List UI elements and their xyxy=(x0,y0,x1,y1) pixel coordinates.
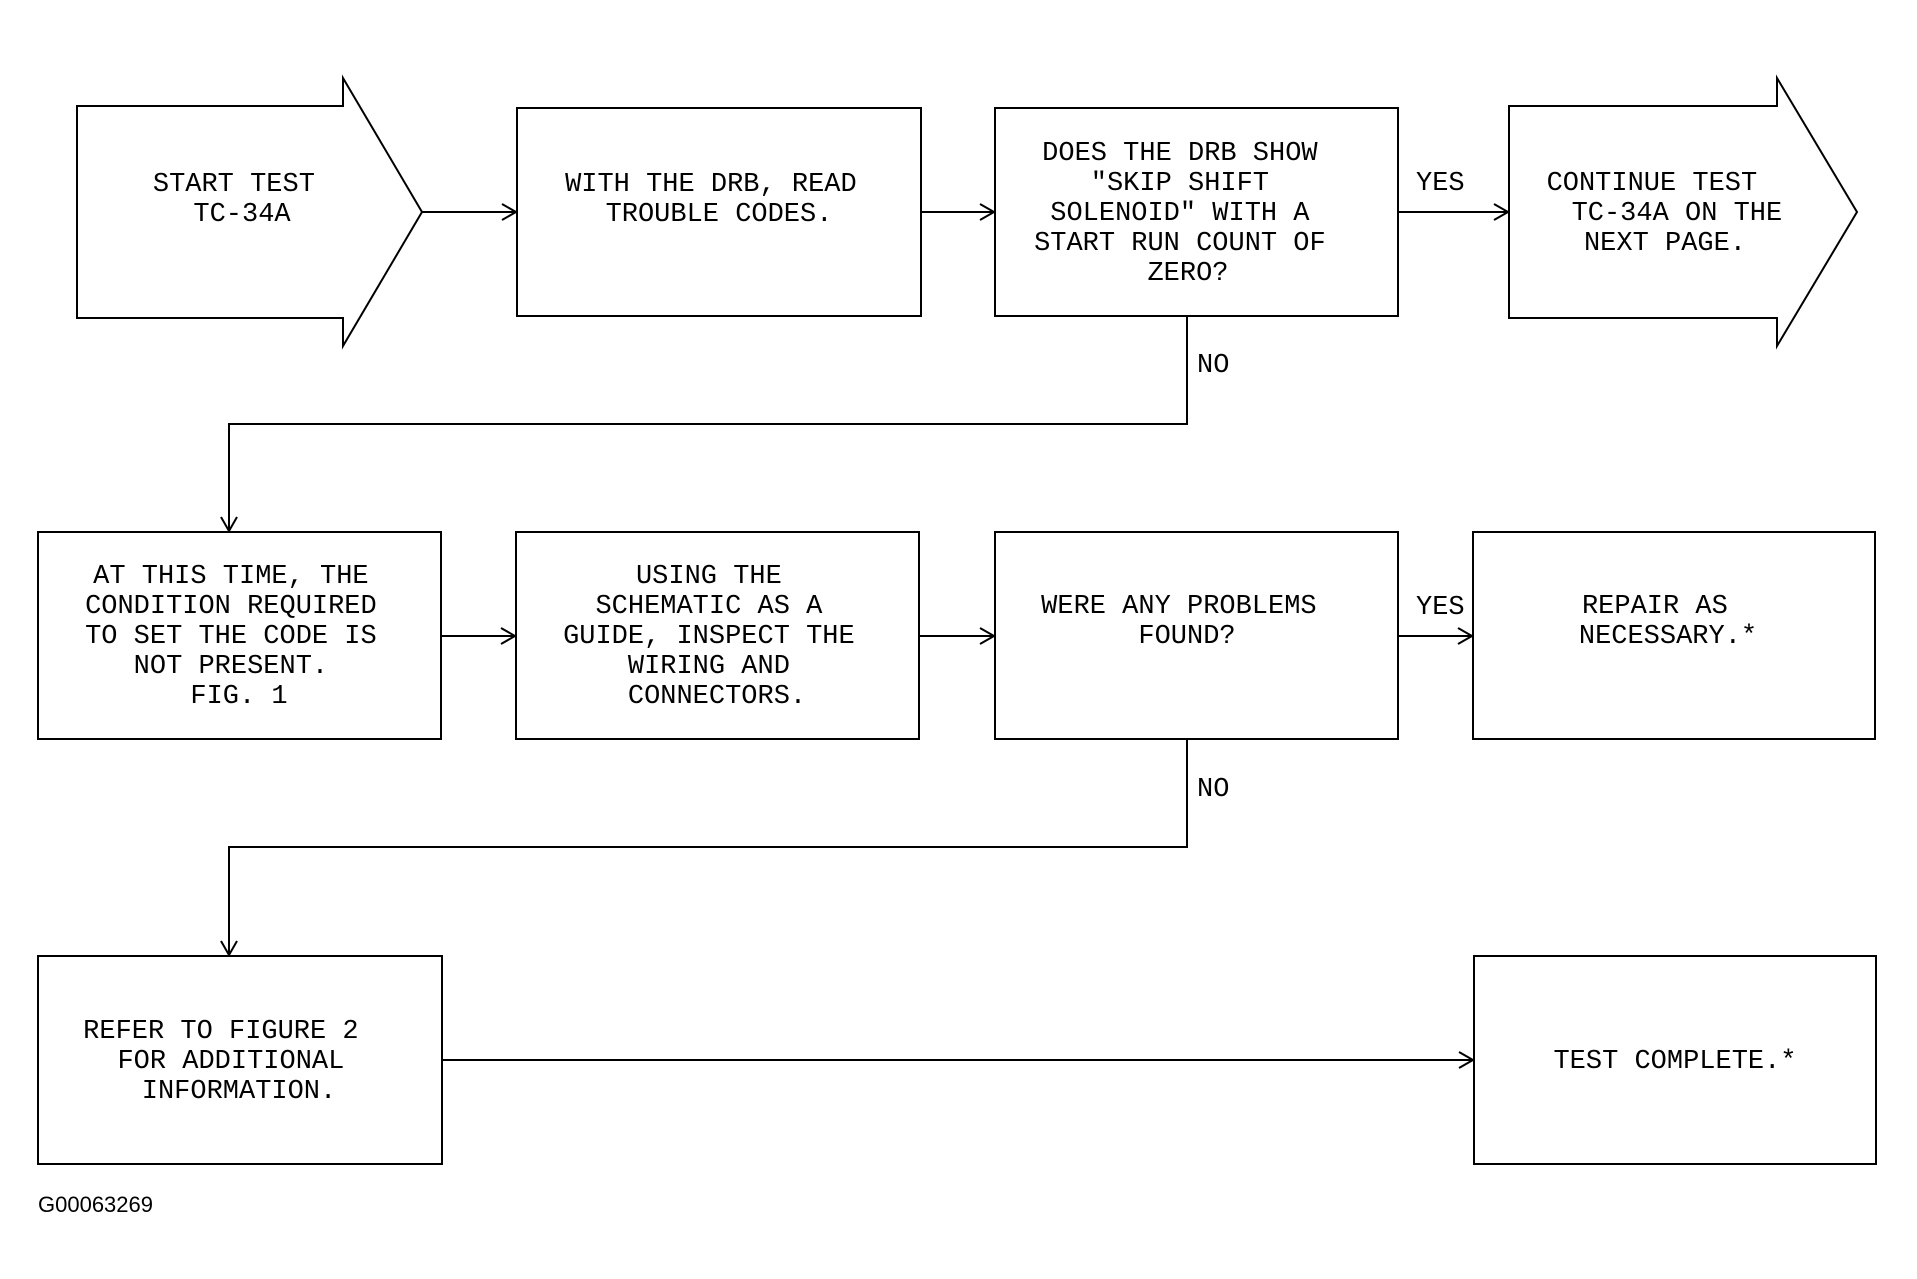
np-line-2: CONDITION REQUIRED xyxy=(85,592,377,622)
refer-figure-text: REFER TO FIGURE 2 FOR ADDITIONAL INFORMA… xyxy=(83,1017,375,1107)
q2-line-2: FOUND? xyxy=(1138,622,1235,652)
inspect-line-1: USING THE xyxy=(636,562,782,592)
node-not-present: AT THIS TIME, THE CONDITION REQUIRED TO … xyxy=(37,531,442,740)
edge-label-yes-2: YES xyxy=(1416,593,1465,623)
continue-line-2: TC-34A ON THE xyxy=(1572,199,1783,229)
repair-box xyxy=(1472,531,1876,740)
figure-id: G00063269 xyxy=(38,1192,153,1217)
repair-text: REPAIR AS NECESSARY.* xyxy=(1579,592,1757,652)
node-inspect-wiring: USING THE SCHEMATIC AS A GUIDE, INSPECT … xyxy=(515,531,920,740)
connector-not-present-to-inspect xyxy=(441,627,518,645)
continue-line-3: NEXT PAGE. xyxy=(1584,229,1746,259)
inspect-line-4: WIRING AND xyxy=(628,652,790,682)
continue-line-1: CONTINUE TEST xyxy=(1547,169,1758,199)
read-codes-line-2: TROUBLE CODES. xyxy=(606,200,833,230)
connector-question-yes-to-continue xyxy=(1398,203,1511,221)
node-continue-test: CONTINUE TEST TC-34A ON THE NEXT PAGE. xyxy=(1508,74,1859,350)
inspect-line-2: SCHEMATIC AS A xyxy=(595,592,823,622)
connector-start-to-read xyxy=(422,203,519,221)
q1-line-4: START RUN COUNT OF xyxy=(1034,229,1326,259)
edge-label-no-2: NO xyxy=(1197,775,1229,805)
repair-line-2: NECESSARY.* xyxy=(1579,622,1757,652)
connector-read-to-question xyxy=(921,203,997,221)
refer-line-3: INFORMATION. xyxy=(142,1077,336,1107)
connector-problems-no-to-refer xyxy=(220,739,1188,958)
np-line-1: AT THIS TIME, THE xyxy=(93,562,368,592)
complete-box xyxy=(1473,955,1877,1165)
complete-line-1: TEST COMPLETE.* xyxy=(1553,1047,1796,1077)
q2-line-1: WERE ANY PROBLEMS xyxy=(1041,592,1316,622)
not-present-text: AT THIS TIME, THE CONDITION REQUIRED TO … xyxy=(85,562,393,712)
refer-figure-box xyxy=(37,955,443,1165)
np-line-5: FIG. 1 xyxy=(190,682,287,712)
q1-line-1: DOES THE DRB SHOW xyxy=(1042,139,1318,169)
complete-text: TEST COMPLETE.* xyxy=(1553,1047,1796,1077)
start-line-2: TC-34A xyxy=(193,200,291,230)
connector-problems-yes-to-repair xyxy=(1398,627,1475,645)
refer-line-2: FOR ADDITIONAL xyxy=(117,1047,344,1077)
node-repair: REPAIR AS NECESSARY.* xyxy=(1472,531,1876,740)
edge-label-yes-1: YES xyxy=(1416,169,1465,199)
continue-text: CONTINUE TEST TC-34A ON THE NEXT PAGE. xyxy=(1547,169,1799,259)
question-problems-box xyxy=(994,531,1399,740)
q1-line-2: "SKIP SHIFT xyxy=(1091,169,1269,199)
inspect-line-5: CONNECTORS. xyxy=(628,682,806,712)
question-skip-shift-box xyxy=(994,107,1399,317)
inspect-text: USING THE SCHEMATIC AS A GUIDE, INSPECT … xyxy=(563,562,871,712)
read-codes-text: WITH THE DRB, READ TROUBLE CODES. xyxy=(565,170,873,230)
connector-inspect-to-question xyxy=(919,627,997,645)
node-start-text: START TEST TC-34A xyxy=(153,170,331,230)
read-codes-box xyxy=(516,107,922,317)
q1-line-3: SOLENOID" WITH A xyxy=(1050,199,1310,229)
question-skip-shift-text: DOES THE DRB SHOW "SKIP SHIFT SOLENOID" … xyxy=(1034,139,1342,289)
start-line-1: START TEST xyxy=(153,170,315,200)
not-present-box xyxy=(37,531,442,740)
read-codes-line-1: WITH THE DRB, READ xyxy=(565,170,857,200)
node-question-problems: WERE ANY PROBLEMS FOUND? xyxy=(994,531,1399,740)
connector-refer-to-complete xyxy=(442,1051,1476,1069)
start-arrow-shape xyxy=(76,74,424,350)
q1-line-5: ZERO? xyxy=(1147,259,1228,289)
inspect-box xyxy=(515,531,920,740)
node-refer-figure: REFER TO FIGURE 2 FOR ADDITIONAL INFORMA… xyxy=(37,955,443,1165)
connector-question-no-to-not-present xyxy=(220,316,1188,534)
continue-arrow-shape xyxy=(1508,74,1859,350)
node-start-test: START TEST TC-34A xyxy=(76,74,424,350)
refer-line-1: REFER TO FIGURE 2 xyxy=(83,1017,358,1047)
node-question-skip-shift: DOES THE DRB SHOW "SKIP SHIFT SOLENOID" … xyxy=(994,107,1399,317)
inspect-line-3: GUIDE, INSPECT THE xyxy=(563,622,855,652)
np-line-4: NOT PRESENT. xyxy=(134,652,328,682)
edge-label-no-1: NO xyxy=(1197,351,1229,381)
node-test-complete: TEST COMPLETE.* xyxy=(1473,955,1877,1165)
repair-line-1: REPAIR AS xyxy=(1582,592,1728,622)
np-line-3: TO SET THE CODE IS xyxy=(85,622,377,652)
question-problems-text: WERE ANY PROBLEMS FOUND? xyxy=(1041,592,1333,652)
node-read-codes: WITH THE DRB, READ TROUBLE CODES. xyxy=(516,107,922,317)
